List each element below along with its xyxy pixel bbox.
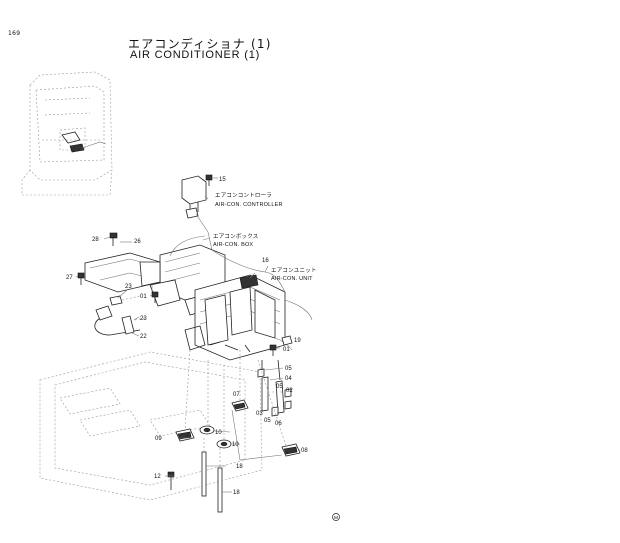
grommet-10a [199,425,215,435]
callout-box-jp: エアコンボックス [213,232,258,240]
part-label-10: 10 [232,442,239,448]
mount-09 [175,428,195,442]
drain-hose [94,295,146,336]
part-label-27: 27 [66,275,73,281]
part-label-05: 05 [276,384,283,390]
part-label-02: 02 [286,388,293,394]
corner-mark-letter: M [334,515,338,520]
part-label-08: 08 [301,448,308,454]
title-english: AIR CONDITIONER (1) [130,49,261,61]
rod-18b [217,467,223,513]
page-number: 169 [8,30,21,37]
callout-unit-en: AIR-CON. UNIT [271,276,313,282]
mount-07 [231,399,249,412]
part-label-10: 10 [215,430,222,436]
mount-08 [281,443,301,457]
part-label-18: 18 [233,490,240,496]
screw-27 [77,272,85,285]
aircon-unit [184,274,286,361]
clip-19 [281,335,293,346]
duct-26 [84,252,161,293]
corner-mark: M [332,513,340,521]
screw-15 [205,174,218,186]
callout-box-en: AIR-CON. BOX [213,242,253,248]
part-label-15: 15 [219,177,226,183]
part-label-22: 22 [140,334,147,340]
part-numbers: 15 28 26 27 16 01 23 23 22 19 01 05 04 0… [66,177,308,496]
screw-28 [109,232,118,246]
part-label-23: 23 [140,316,147,322]
aircon-controller [181,175,213,251]
callout-box: エアコンボックス AIR-CON. BOX [213,232,258,248]
part-label-09: 09 [155,436,162,442]
cab-outline [21,71,113,196]
callout-controller: エアコンコントローラ AIR-CON. CONTROLLER [215,192,283,208]
screw-01-left [151,291,159,303]
part-label-05: 05 [285,366,292,372]
part-label-03: 03 [256,411,263,417]
cab-controller-detail [61,131,107,153]
part-label-26: 26 [134,239,141,245]
part-label-07: 07 [233,392,240,398]
part-label-18: 18 [236,464,243,470]
part-label-19: 19 [294,338,301,344]
part-label-04: 04 [285,376,292,382]
part-label-12: 12 [154,474,161,480]
callout-controller-jp: エアコンコントローラ [215,192,272,199]
callout-unit: エアコンユニット AIR-CON. UNIT [271,267,317,282]
leader-lines [75,195,300,493]
part-label-23: 23 [125,284,132,290]
part-label-01: 01 [140,294,147,300]
part-label-16: 16 [262,258,269,264]
wiring-harness [169,235,313,351]
part-label-28: 28 [92,237,99,243]
callout-unit-jp: エアコンユニット [271,267,317,274]
grommet-10b [216,439,232,449]
pipes-right [257,359,292,417]
rod-18a [201,451,207,497]
title-japanese: エアコンディショナ (1) [128,37,272,51]
bolt-12 [167,471,175,490]
floor-plate-outline [39,351,263,501]
part-label-05: 05 [264,418,271,424]
callout-controller-en: AIR-CON. CONTROLLER [215,202,283,208]
part-label-06: 06 [275,421,282,427]
screw-01-right [269,344,277,356]
part-label-01: 01 [283,347,290,353]
alignment-lines [184,349,287,468]
